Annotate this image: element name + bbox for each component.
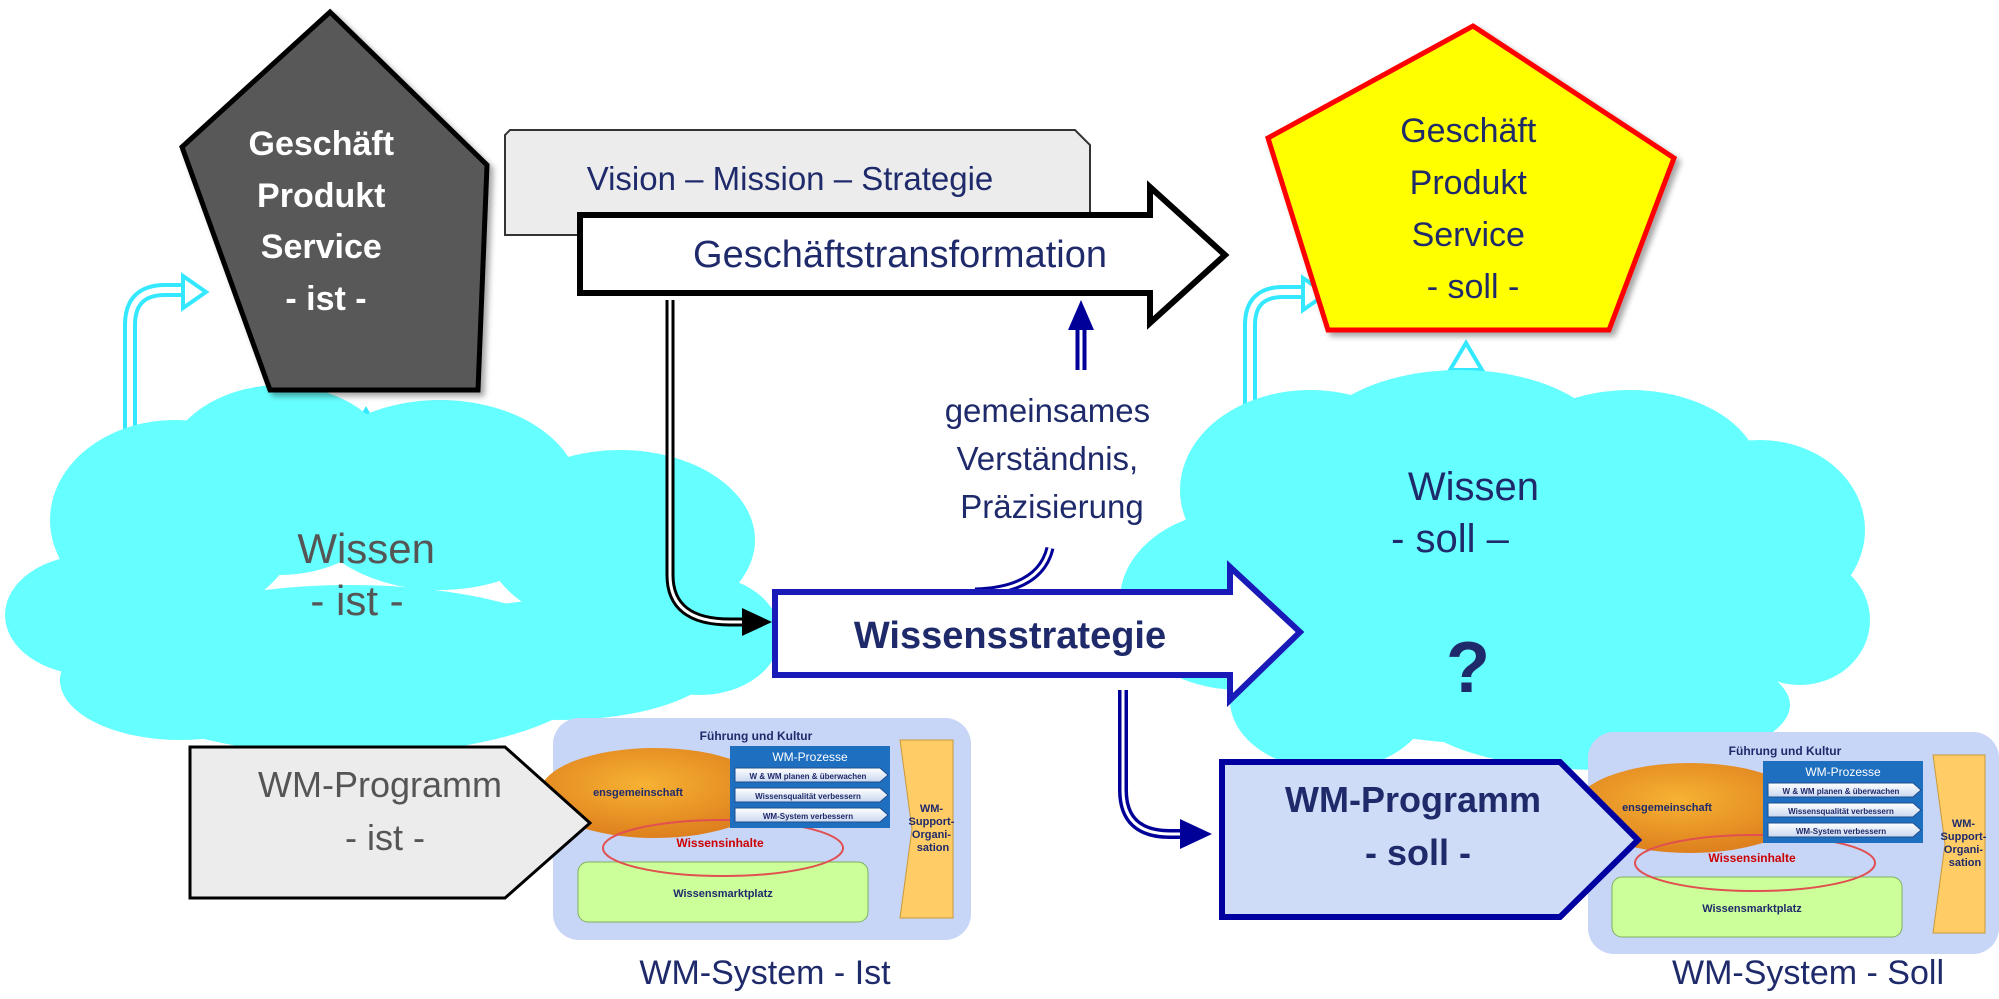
wm-soll-support-2: Support- bbox=[1941, 831, 1987, 843]
understanding-line3: Präzisierung bbox=[960, 488, 1143, 525]
wm-soll-community: ensgemeinschaft bbox=[1622, 802, 1712, 814]
vision-mission-strategy-label: Vision – Mission – Strategie bbox=[587, 160, 994, 197]
svg-text:WM-Programm - ist -: WM-Programm - ist - bbox=[258, 764, 512, 858]
svg-text:gemeinsames Verständnis,: gemeinsames Verständnis, Präzisierung bbox=[945, 392, 1160, 525]
business-soll-line4: - soll - bbox=[1427, 268, 1520, 306]
transformation-to-strategy-connector bbox=[665, 300, 772, 636]
wm-soll-process-header: WM-Prozesse bbox=[1805, 765, 1881, 779]
knowledge-soll-line1: Wissen bbox=[1408, 465, 1539, 509]
wm-system-ist-panel: Führung und Kultur ensgemeinschaft Wisse… bbox=[540, 718, 971, 940]
knowledge-strategy-label: Wissensstrategie bbox=[854, 615, 1166, 657]
svg-text:Wissen - soll –: Wissen - soll – bbox=[1391, 465, 1550, 561]
knowledge-strategy-arrow bbox=[772, 560, 1305, 708]
svg-text:Geschäft Produkt Servi: Geschäft Produkt Service - soll - bbox=[1400, 112, 1546, 306]
wm-system-soll-panel: Führung und Kultur ensgemeinschaft Wisse… bbox=[1575, 732, 1999, 954]
svg-text:WM- Support- Organ: WM- Support- Organi- sation bbox=[909, 803, 958, 854]
business-transformation-label: Geschäftstransformation bbox=[693, 234, 1107, 276]
svg-text:WM-Programm - soll -: WM-Programm - soll - bbox=[1285, 779, 1551, 873]
wm-system-soll-caption: WM-System - Soll bbox=[1672, 954, 1944, 992]
svg-text:Geschäft Produkt Servi: Geschäft Produkt Service - ist - bbox=[249, 125, 404, 318]
wm-soll-process-2: Wissensqualität verbessern bbox=[1788, 807, 1894, 816]
wm-program-soll-arrow bbox=[1219, 759, 1643, 920]
business-soll-pentagon bbox=[1265, 23, 1678, 333]
knowledge-ist-cloud bbox=[5, 385, 780, 755]
wm-soll-support-4: sation bbox=[1949, 857, 1982, 869]
understanding-to-transformation-connector bbox=[1068, 300, 1094, 370]
wm-program-ist-line1: WM-Programm bbox=[258, 764, 502, 805]
business-soll-line3: Service bbox=[1412, 216, 1525, 254]
understanding-line2: Verständnis, bbox=[957, 440, 1139, 477]
wm-program-soll-line2: - soll - bbox=[1365, 832, 1471, 873]
business-transformation-arrow bbox=[577, 180, 1230, 330]
wm-soll-process-1: W & WM planen & überwachen bbox=[1783, 787, 1900, 796]
business-soll-line2: Produkt bbox=[1410, 164, 1528, 202]
knowledge-soll-question: ? bbox=[1446, 628, 1490, 708]
wm-ist-content: Wissensinhalte bbox=[676, 836, 764, 850]
wm-ist-top-label: Führung und Kultur bbox=[700, 729, 813, 743]
wm-system-ist-caption: WM-System - Ist bbox=[639, 954, 891, 992]
understanding-line1: gemeinsames bbox=[945, 392, 1150, 429]
wm-soll-support-3: Organi- bbox=[1944, 844, 1983, 856]
business-ist-line4: - ist - bbox=[285, 280, 366, 318]
wm-ist-process-header: WM-Prozesse bbox=[772, 750, 848, 764]
wm-program-ist-arrow bbox=[188, 745, 593, 900]
wm-ist-support-2: Support- bbox=[909, 816, 955, 828]
wm-ist-process-1: W & WM planen & überwachen bbox=[750, 772, 867, 781]
svg-text:WM- Support- Organ: WM- Support- Organi- sation bbox=[1941, 818, 1990, 869]
business-ist-line3: Service bbox=[261, 228, 382, 266]
wm-ist-process-3: WM-System verbessern bbox=[763, 812, 853, 821]
cyan-arrow-left-curve bbox=[123, 272, 210, 500]
business-ist-line2: Produkt bbox=[257, 177, 385, 215]
wm-ist-community: ensgemeinschaft bbox=[593, 787, 683, 799]
wm-ist-support-1: WM- bbox=[920, 803, 944, 815]
strategy-to-wm-program-connector bbox=[1118, 690, 1212, 849]
knowledge-ist-line1: Wissen bbox=[297, 525, 435, 572]
wm-soll-top-label: Führung und Kultur bbox=[1729, 744, 1842, 758]
knowledge-soll-line2: - soll – bbox=[1391, 517, 1510, 561]
wm-ist-support-3: Organi- bbox=[912, 829, 951, 841]
wm-soll-marketplace: Wissensmarktplatz bbox=[1702, 903, 1802, 915]
strategy-to-understanding-connector bbox=[974, 546, 1055, 597]
knowledge-ist-line2: - ist - bbox=[310, 577, 403, 624]
svg-text:Wissen - ist -: Wissen - ist - bbox=[297, 525, 446, 624]
wm-ist-marketplace: Wissensmarktplatz bbox=[673, 888, 773, 900]
business-soll-line1: Geschäft bbox=[1400, 112, 1537, 150]
wm-ist-process-2: Wissensqualität verbessern bbox=[755, 792, 861, 801]
wm-program-soll-line1: WM-Programm bbox=[1285, 779, 1541, 820]
business-ist-line1: Geschäft bbox=[249, 125, 395, 163]
wm-soll-process-3: WM-System verbessern bbox=[1796, 827, 1886, 836]
wm-ist-support-4: sation bbox=[917, 842, 950, 854]
wm-program-ist-line2: - ist - bbox=[345, 817, 425, 858]
wm-soll-support-1: WM- bbox=[1952, 818, 1976, 830]
business-ist-pentagon bbox=[179, 8, 490, 393]
wm-soll-content: Wissensinhalte bbox=[1708, 851, 1796, 865]
